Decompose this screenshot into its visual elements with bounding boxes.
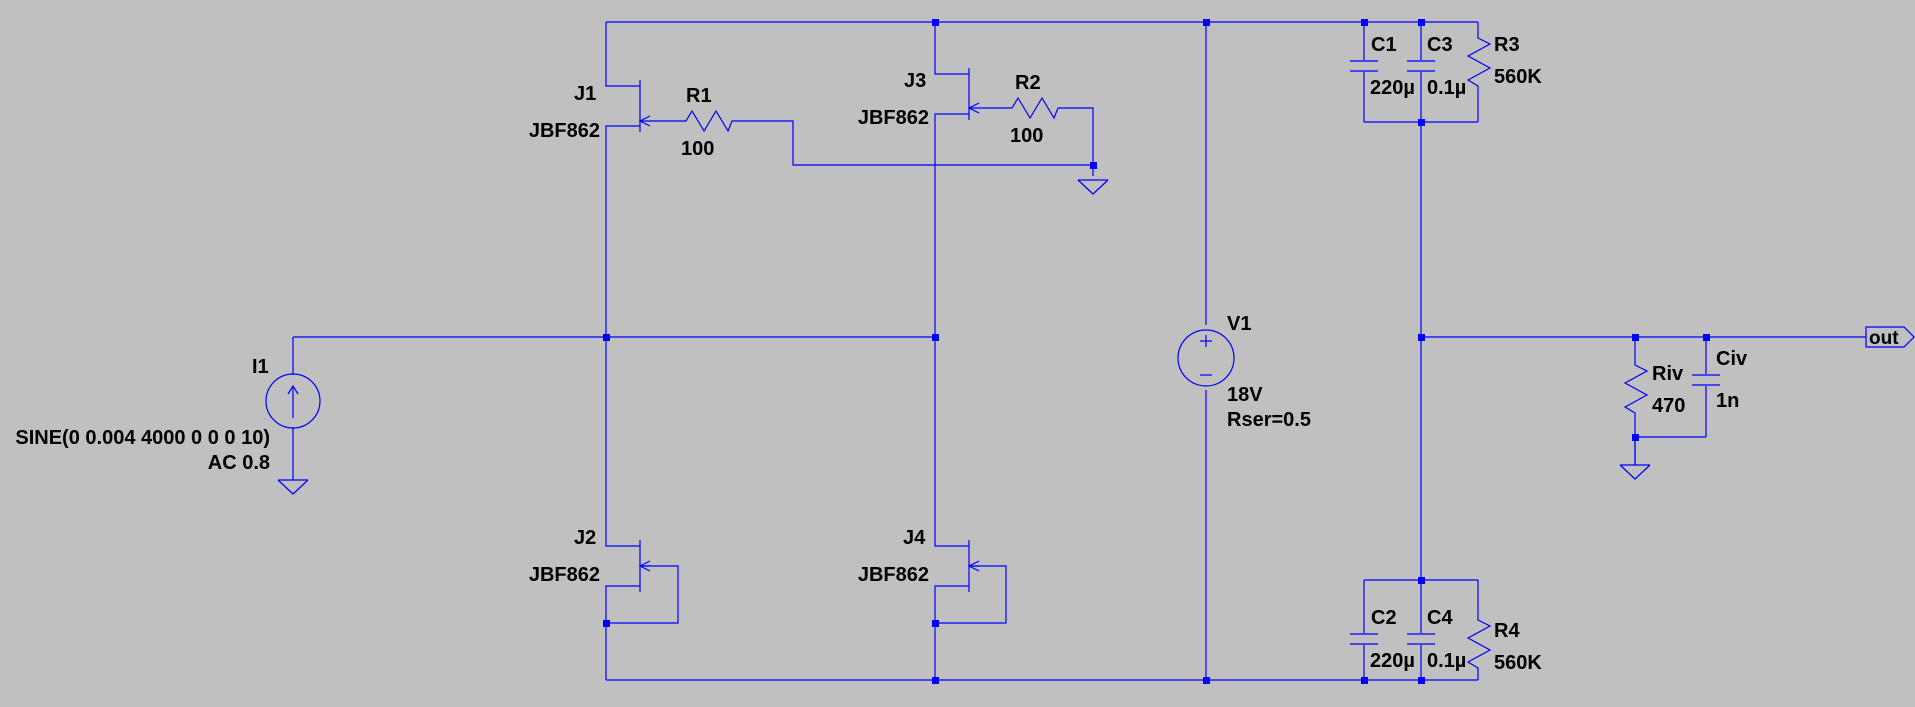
junction-dot xyxy=(1632,334,1639,341)
junction-dot xyxy=(1632,434,1639,441)
riv-symbol[interactable] xyxy=(1623,357,1649,417)
ground-symbol xyxy=(1619,464,1651,480)
r2-name-label: R2 xyxy=(1015,72,1041,94)
j2-symbol[interactable] xyxy=(605,526,651,604)
ground-symbol xyxy=(277,479,309,495)
junction-dot xyxy=(603,334,610,341)
junction-dot xyxy=(1418,119,1425,126)
r3-value-label: 560K xyxy=(1494,66,1542,88)
out-port-label: out xyxy=(1869,328,1899,349)
v1-name-label: V1 xyxy=(1227,313,1251,335)
c1-symbol[interactable] xyxy=(1350,60,1378,72)
junction-dot xyxy=(603,620,610,627)
c1-name-label: C1 xyxy=(1371,34,1397,56)
v1-symbol[interactable] xyxy=(1177,329,1235,387)
j1-name-label: J1 xyxy=(574,83,596,105)
r4-value-label: 560K xyxy=(1494,652,1542,674)
c2-symbol[interactable] xyxy=(1350,633,1378,645)
wires xyxy=(292,21,1866,681)
j4-name-label: J4 xyxy=(903,527,926,549)
c3-symbol[interactable] xyxy=(1407,60,1435,72)
labels: J1 JBF862 R1 100 J3 JBF862 R2 100 J2 JBF… xyxy=(15,34,1748,674)
junction-dot xyxy=(1361,19,1368,26)
out-port[interactable]: out xyxy=(1865,326,1915,349)
c1-value-label: 220µ xyxy=(1370,77,1415,99)
junction-dot xyxy=(1418,334,1425,341)
c4-value-label: 0.1µ xyxy=(1427,650,1466,672)
i1-ac-label: AC 0.8 xyxy=(208,452,270,474)
junction-dot xyxy=(1418,19,1425,26)
junction-dot xyxy=(932,334,939,341)
i1-value-label: SINE(0 0.004 4000 0 0 0 10) xyxy=(15,427,270,449)
v1-param-label: Rser=0.5 xyxy=(1227,409,1311,431)
c3-name-label: C3 xyxy=(1427,34,1453,56)
r1-symbol[interactable] xyxy=(676,109,736,133)
junction-dot xyxy=(1203,19,1210,26)
c4-name-label: C4 xyxy=(1427,607,1453,629)
junction-dot xyxy=(1703,334,1710,341)
r4-symbol[interactable] xyxy=(1466,612,1492,672)
r1-value-label: 100 xyxy=(681,138,714,160)
civ-symbol[interactable] xyxy=(1692,374,1720,386)
j2-name-label: J2 xyxy=(574,527,596,549)
j4-model-label: JBF862 xyxy=(858,564,929,586)
r2-symbol[interactable] xyxy=(1004,96,1059,120)
junction-dot xyxy=(1418,577,1425,584)
c3-value-label: 0.1µ xyxy=(1427,77,1466,99)
civ-value-label: 1n xyxy=(1716,390,1739,412)
j3-model-label: JBF862 xyxy=(858,107,929,129)
c4-symbol[interactable] xyxy=(1407,633,1435,645)
j2-gate-loop xyxy=(606,565,679,624)
c2-name-label: C2 xyxy=(1371,607,1397,629)
r1-name-label: R1 xyxy=(686,85,712,107)
j4-gate-loop xyxy=(935,565,1007,624)
c2-value-label: 220µ xyxy=(1370,650,1415,672)
r3-name-label: R3 xyxy=(1494,34,1520,56)
junction-dot xyxy=(932,677,939,684)
junction-dot xyxy=(1090,162,1097,169)
junction-dot xyxy=(932,620,939,627)
j3-name-label: J3 xyxy=(904,70,926,92)
j1-symbol[interactable] xyxy=(605,60,676,138)
j3-symbol[interactable] xyxy=(934,60,1004,124)
civ-name-label: Civ xyxy=(1716,348,1748,370)
riv-name-label: Riv xyxy=(1652,363,1684,385)
junctions xyxy=(603,19,1710,684)
r1-gnd-wire xyxy=(736,120,1093,166)
v1-value-label: 18V xyxy=(1227,384,1263,406)
junction-dot xyxy=(1203,677,1210,684)
junction-dot xyxy=(1418,677,1425,684)
r3-symbol[interactable] xyxy=(1466,30,1492,90)
i1-name-label: I1 xyxy=(252,356,269,378)
j4-symbol[interactable] xyxy=(934,526,980,604)
r4-name-label: R4 xyxy=(1494,620,1520,642)
r2-gnd-wire xyxy=(1058,107,1094,176)
junction-dot xyxy=(1361,677,1368,684)
i1-symbol[interactable] xyxy=(265,373,321,429)
j1-model-label: JBF862 xyxy=(529,120,600,142)
junction-dot xyxy=(932,19,939,26)
ground-symbol xyxy=(1077,179,1109,195)
riv-value-label: 470 xyxy=(1652,395,1685,417)
r2-value-label: 100 xyxy=(1010,125,1043,147)
j2-model-label: JBF862 xyxy=(529,564,600,586)
